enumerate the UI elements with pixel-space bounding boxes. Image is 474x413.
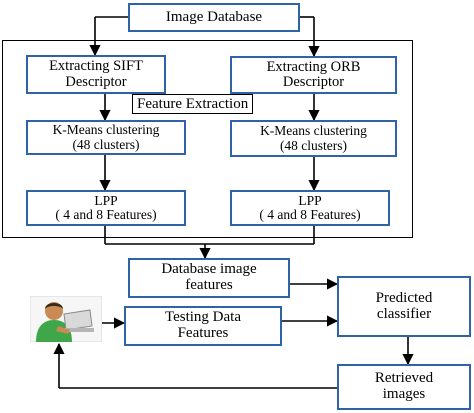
lpp-left-line1: LPP bbox=[94, 192, 118, 208]
lpp-right-box: LPP ( 4 and 8 Features) bbox=[230, 190, 390, 226]
image-database-box: Image Database bbox=[128, 3, 300, 32]
classifier-line2: classifier bbox=[376, 305, 432, 322]
kmeans-right-box: K-Means clustering (48 clusters) bbox=[230, 120, 397, 157]
sift-line2: Descriptor bbox=[65, 73, 127, 90]
orb-line2: Descriptor bbox=[282, 74, 345, 90]
database-features-line1: Database image bbox=[161, 261, 257, 278]
kmeans-left-box: K-Means clustering (48 clusters) bbox=[26, 120, 186, 155]
lpp-left-line2: ( 4 and 8 Features) bbox=[55, 207, 157, 222]
retrieved-line2: images bbox=[382, 386, 426, 402]
sift-line1: Extracting SIFT bbox=[49, 58, 143, 75]
retrieved-box: Retrieved images bbox=[337, 364, 471, 410]
lpp-right-line1: LPP bbox=[298, 192, 322, 208]
image-database-label: Image Database bbox=[165, 8, 263, 25]
kmeans-left-line2: (48 clusters) bbox=[72, 136, 140, 152]
database-features-box: Database image features bbox=[128, 258, 290, 298]
lpp-right-line2: ( 4 and 8 Features) bbox=[259, 207, 361, 222]
orb-descriptor-box: Extracting ORB Descriptor bbox=[230, 56, 397, 94]
testing-features-box: Testing Data Features bbox=[124, 306, 282, 346]
classifier-line1: Predicted bbox=[375, 289, 433, 306]
database-features-line2: features bbox=[185, 277, 233, 293]
kmeans-left-line1: K-Means clustering bbox=[52, 122, 160, 138]
kmeans-right-line2: (48 clusters) bbox=[279, 137, 348, 153]
testing-features-line1: Testing Data bbox=[164, 309, 241, 326]
lpp-left-box: LPP ( 4 and 8 Features) bbox=[26, 190, 186, 226]
user-with-laptop-icon bbox=[30, 296, 102, 342]
orb-line1: Extracting ORB bbox=[266, 58, 361, 75]
retrieved-line1: Retrieved bbox=[374, 370, 434, 387]
feature-extraction-label: Feature Extraction bbox=[132, 94, 254, 114]
feature-extraction-group bbox=[2, 40, 413, 238]
testing-features-line2: Features bbox=[177, 325, 229, 341]
classifier-box: Predicted classifier bbox=[337, 276, 471, 337]
kmeans-right-line1: K-Means clustering bbox=[260, 123, 367, 139]
sift-descriptor-box: Extracting SIFT Descriptor bbox=[26, 55, 166, 94]
